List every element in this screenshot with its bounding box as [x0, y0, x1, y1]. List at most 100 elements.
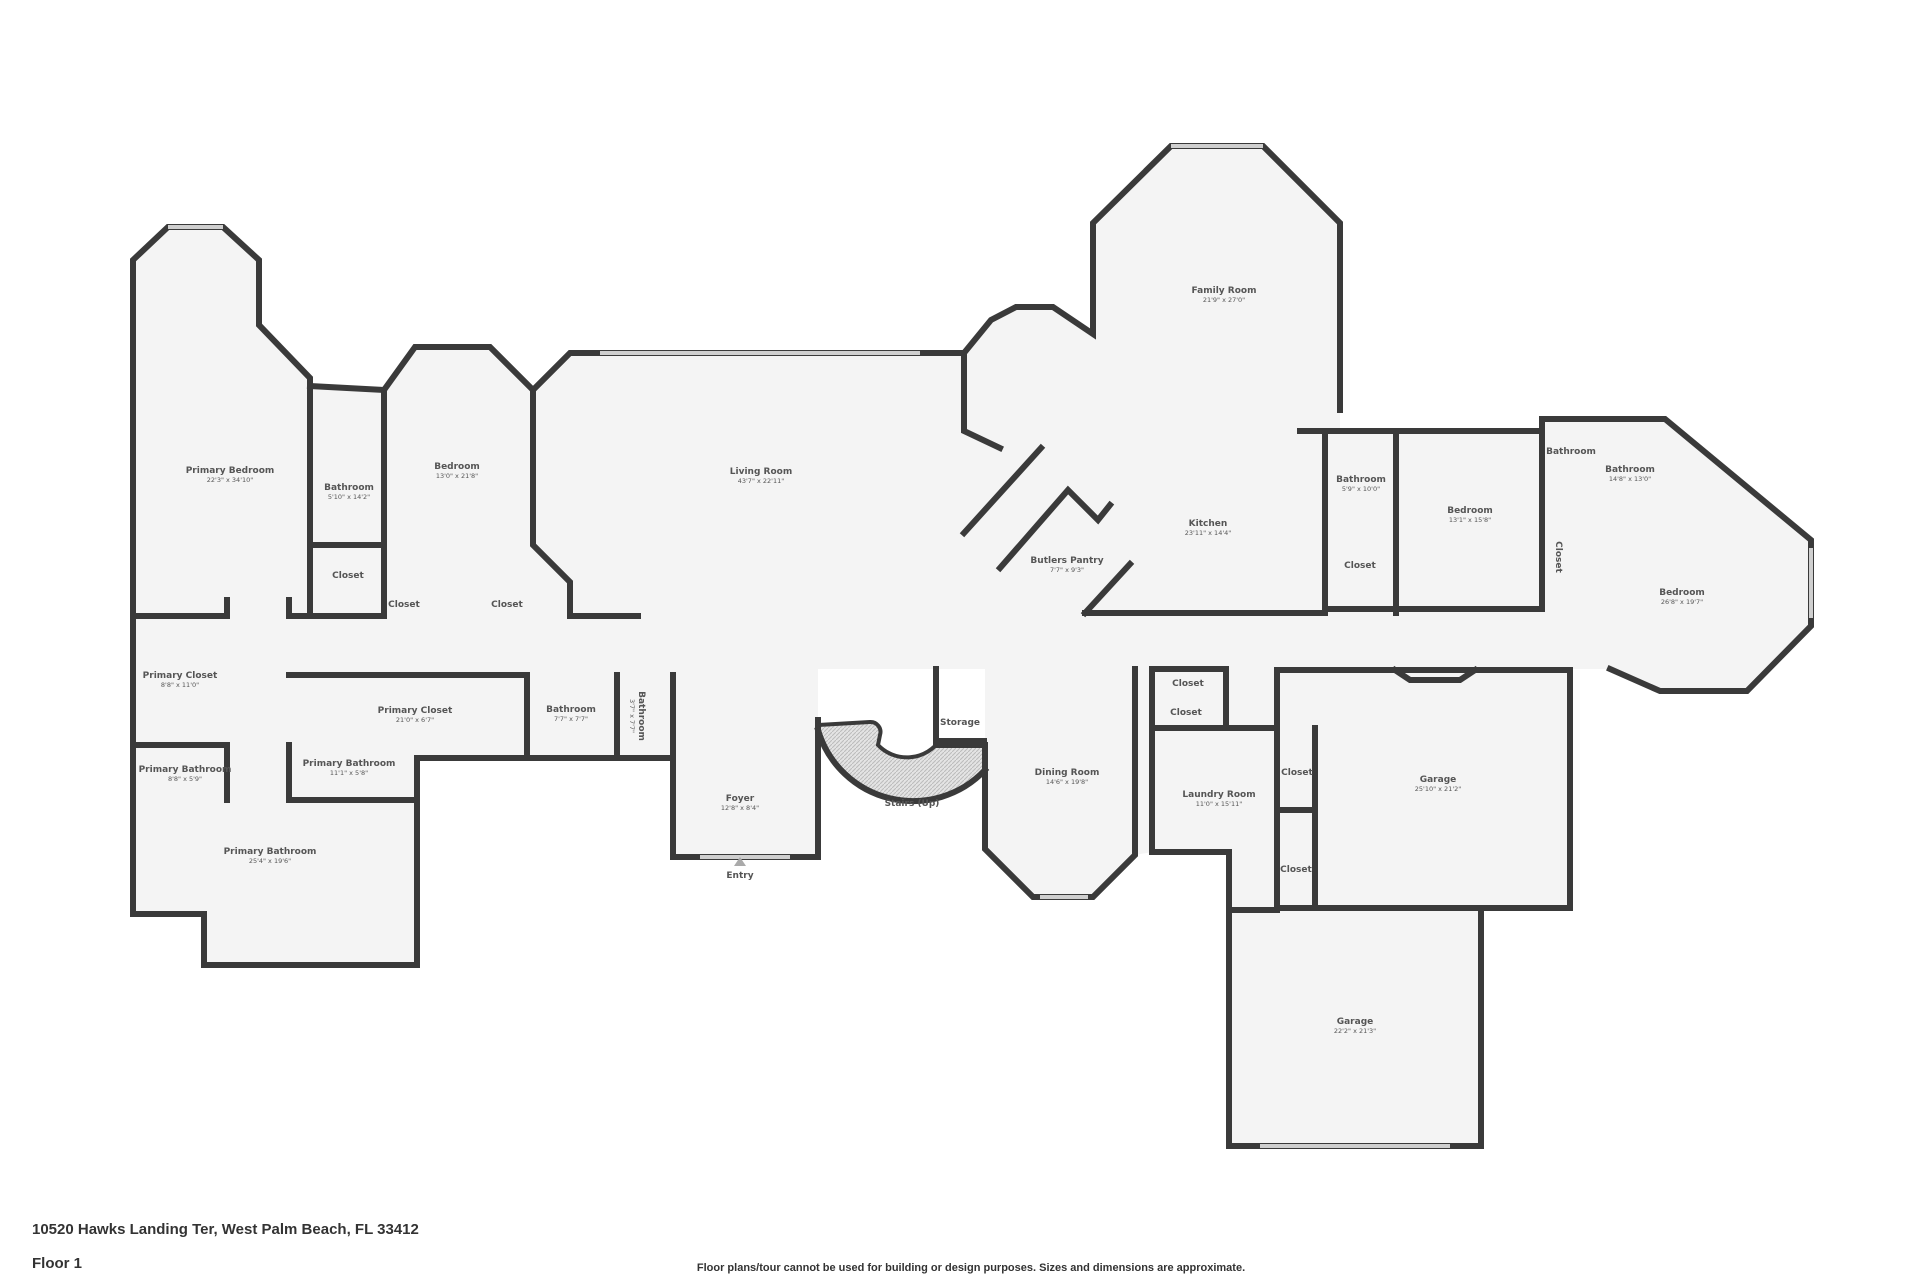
room-dimensions: 12'8" x 8'4"	[720, 804, 760, 812]
disclaimer: Floor plans/tour cannot be used for buil…	[696, 1262, 1246, 1274]
room-name: Bathroom	[324, 483, 374, 493]
entry-label: Entry	[726, 871, 754, 881]
room-name: Living Room	[729, 467, 793, 477]
room-label: Storage	[940, 718, 980, 728]
entry-arrow-icon	[734, 857, 746, 866]
room-dimensions: 22'3" x 34'10"	[206, 476, 254, 484]
address: 10520 Hawks Landing Ter, West Palm Beach…	[32, 1221, 419, 1238]
room-name: Closet	[332, 571, 364, 581]
windows	[168, 144, 1813, 1148]
room-label: Closet	[491, 600, 523, 610]
room-name: Closet	[1553, 541, 1563, 573]
room-name: Closet	[1172, 679, 1204, 689]
room-name: Closet	[1280, 865, 1312, 875]
room-dimensions: 25'4" x 19'6"	[248, 857, 292, 865]
room-dimensions: 11'1" x 5'8"	[329, 769, 369, 777]
room-dimensions: 21'0" x 6'7"	[395, 716, 435, 724]
room-label: Closet	[1553, 541, 1563, 573]
room-name: Bathroom	[636, 691, 646, 741]
room-name: Bathroom	[1605, 465, 1655, 475]
room-dimensions: 5'9" x 10'0"	[1341, 485, 1381, 493]
floor-label: Floor 1	[32, 1255, 83, 1272]
room-name: Stairs (Up)	[884, 799, 940, 809]
room-name: Closet	[1281, 768, 1313, 778]
room-dimensions: 14'6" x 19'8"	[1045, 778, 1089, 786]
room-dimensions: 43'7" x 22'11"	[737, 477, 785, 485]
floor-fill	[133, 146, 1811, 1146]
room-label: Closet	[1344, 561, 1376, 571]
room-name: Closet	[388, 600, 420, 610]
room-name: Closet	[1170, 708, 1202, 718]
room-label: Stairs (Up)	[885, 799, 940, 809]
room-dimensions: 3'7" x 7'7"	[628, 698, 636, 734]
room-name: Storage	[939, 718, 981, 728]
room-name: Bedroom	[434, 462, 480, 472]
room-name: Butlers Pantry	[1030, 556, 1104, 566]
room-name: Family Room	[1191, 286, 1257, 296]
room-label: Closet	[1170, 708, 1202, 718]
room-dimensions: 13'0" x 21'8"	[435, 472, 479, 480]
room-name: Garage	[1419, 775, 1457, 785]
room-dimensions: 7'7" x 9'3"	[1049, 566, 1085, 574]
room-label: Bathroom	[1546, 447, 1596, 457]
room-dimensions: 8'8" x 5'9"	[167, 775, 203, 783]
room-name: Primary Closet	[142, 671, 218, 681]
room-name: Bathroom	[1336, 475, 1386, 485]
room-name: Bedroom	[1447, 506, 1493, 516]
room-label: Closet	[1281, 768, 1313, 778]
room-dimensions: 21'9" x 27'0"	[1202, 296, 1246, 304]
room-name: Bathroom	[1546, 447, 1596, 457]
room-label: Closet	[1280, 865, 1312, 875]
room-label: Closet	[332, 571, 364, 581]
room-dimensions: 14'8" x 13'0"	[1608, 475, 1652, 483]
room-dimensions: 23'11" x 14'4"	[1184, 529, 1232, 537]
room-label: Closet	[388, 600, 420, 610]
room-dimensions: 8'8" x 11'0"	[160, 681, 200, 689]
room-dimensions: 25'10" x 21'2"	[1414, 785, 1462, 793]
room-name: Foyer	[725, 794, 755, 804]
room-name: Bathroom	[546, 705, 596, 715]
room-name: Primary Bedroom	[185, 466, 275, 476]
room-name: Primary Bathroom	[223, 847, 317, 857]
room-name: Primary Closet	[377, 706, 453, 716]
room-dimensions: 13'1" x 15'8"	[1448, 516, 1492, 524]
room-name: Dining Room	[1034, 768, 1100, 778]
room-dimensions: 11'0" x 15'11"	[1195, 800, 1243, 808]
room-dimensions: 26'8" x 19'7"	[1660, 598, 1704, 606]
room-dimensions: 7'7" x 7'7"	[553, 715, 589, 723]
room-name: Garage	[1336, 1017, 1374, 1027]
room-dimensions: 22'2" x 21'3"	[1333, 1027, 1377, 1035]
room-name: Closet	[1344, 561, 1376, 571]
room-name: Primary Bathroom	[302, 759, 396, 769]
room-name: Primary Bathroom	[138, 765, 232, 775]
room-name: Laundry Room	[1182, 790, 1256, 800]
room-label: Closet	[1172, 679, 1204, 689]
room-dimensions: 5'10" x 14'2"	[327, 493, 371, 501]
room-name: Kitchen	[1188, 519, 1228, 529]
